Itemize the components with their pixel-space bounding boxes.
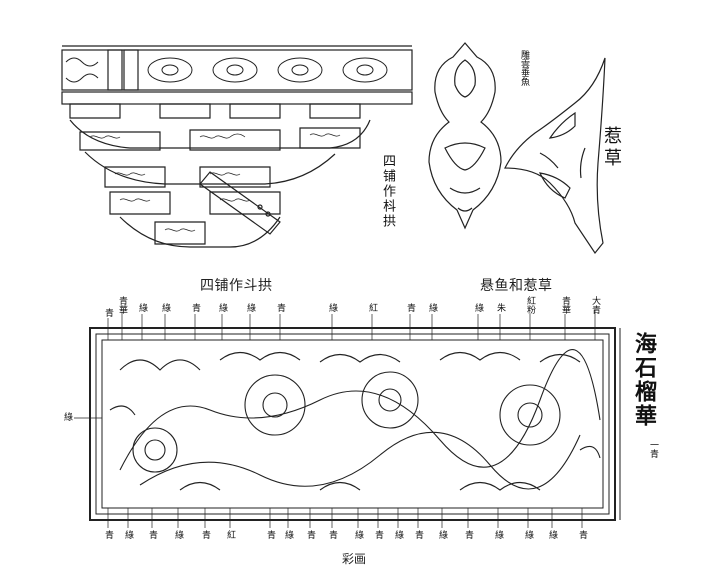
top-label: 綠 bbox=[160, 303, 170, 312]
bottom-label: 青 bbox=[265, 530, 275, 539]
bottom-label: 青 bbox=[413, 530, 423, 539]
bracket-vertical-label: 四铺作枓拱 bbox=[380, 154, 395, 229]
painted-panel: 青 青華 綠 綠 青 綠 綠 青 綠 紅 青 綠 綠 朱 紅粉 青華 大青 綠 … bbox=[60, 296, 705, 566]
top-label: 青 bbox=[405, 303, 415, 312]
bottom-label: 紅 bbox=[225, 530, 235, 539]
top-label: 綠 bbox=[137, 303, 147, 312]
bottom-label: 綠 bbox=[547, 530, 557, 539]
bracket-figure: 四铺作枓拱 bbox=[60, 42, 415, 257]
fish-caption: 悬鱼和惹草 bbox=[480, 278, 553, 294]
bottom-label: 青 bbox=[200, 530, 210, 539]
panel-side-small: 一青 bbox=[648, 440, 658, 458]
bottom-label: 青 bbox=[463, 530, 473, 539]
fish-small-label: 雕雲垂魚 bbox=[519, 50, 529, 86]
bottom-label: 綠 bbox=[393, 530, 403, 539]
panel-bottom-partial: 彩画 bbox=[342, 552, 367, 566]
bottom-label: 青 bbox=[327, 530, 337, 539]
bottom-label: 青 bbox=[305, 530, 315, 539]
bracket-drawing bbox=[61, 45, 413, 248]
bottom-label: 青 bbox=[103, 530, 113, 539]
bottom-label: 綠 bbox=[437, 530, 447, 539]
top-label: 紅 bbox=[367, 303, 377, 312]
top-label: 朱 bbox=[495, 303, 505, 312]
top-label: 青 bbox=[103, 308, 113, 317]
top-label: 綠 bbox=[473, 303, 483, 312]
top-label: 綠 bbox=[327, 303, 337, 312]
bottom-label: 青 bbox=[373, 530, 383, 539]
top-label: 紅粉 bbox=[525, 296, 535, 314]
bottom-label: 綠 bbox=[283, 530, 293, 539]
bottom-label: 青 bbox=[147, 530, 157, 539]
bottom-label: 綠 bbox=[173, 530, 183, 539]
top-label: 大青 bbox=[590, 296, 600, 314]
top-label: 青 bbox=[190, 303, 200, 312]
fish-figure: 雕雲垂魚 惹草 bbox=[420, 38, 622, 263]
fish-big-label: 惹草 bbox=[601, 126, 622, 170]
bottom-label: 綠 bbox=[123, 530, 133, 539]
top-label: 綠 bbox=[427, 303, 437, 312]
bottom-label: 綠 bbox=[523, 530, 533, 539]
fish-drawing bbox=[428, 42, 606, 255]
bottom-label: 綠 bbox=[353, 530, 363, 539]
panel-drawing bbox=[74, 310, 621, 528]
bottom-label: 綠 bbox=[493, 530, 503, 539]
top-label: 青華 bbox=[117, 296, 127, 314]
bracket-caption: 四铺作斗拱 bbox=[200, 278, 273, 294]
top-label: 青華 bbox=[560, 296, 570, 314]
top-label: 綠 bbox=[245, 303, 255, 312]
panel-side-label: 海石榴華 bbox=[631, 332, 657, 428]
bottom-label: 青 bbox=[577, 530, 587, 539]
left-label: 綠 bbox=[62, 412, 72, 421]
top-label: 綠 bbox=[217, 303, 227, 312]
top-label: 青 bbox=[275, 303, 285, 312]
